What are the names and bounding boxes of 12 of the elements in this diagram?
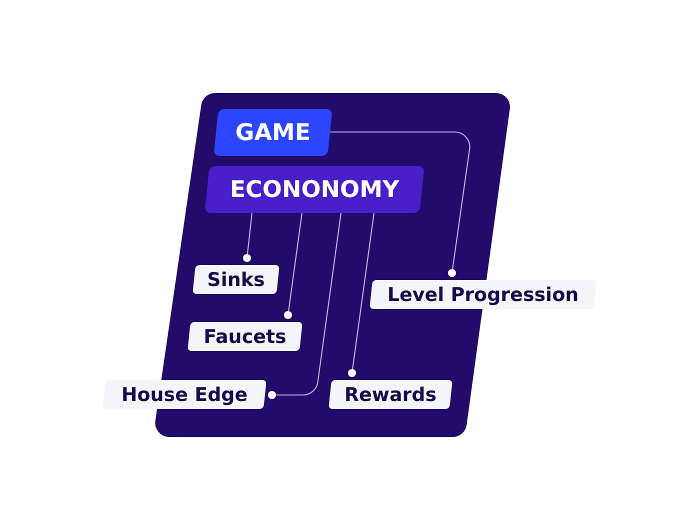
topic-tag: Level Progression [371,280,595,309]
connector-line [268,212,342,400]
topic-tag: Rewards [330,380,451,409]
connector-line [284,212,303,320]
topic-tag: House Edge [104,380,265,409]
heading-tag: ECONONOMY [207,166,422,213]
topic-tag: Faucets [189,322,301,351]
connector-line [242,212,253,262]
heading-tag: GAME [216,109,330,156]
connector-line [348,212,375,378]
topic-tag: Sinks [194,265,278,294]
connector-line [330,131,470,278]
